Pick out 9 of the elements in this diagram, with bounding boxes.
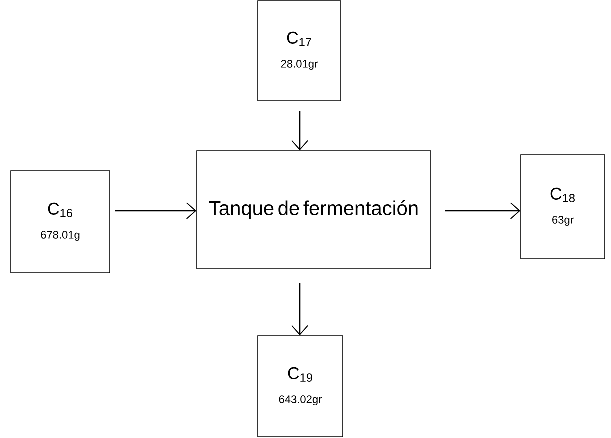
arrow (445, 202, 521, 220)
stream-box: C$_{16}$ 678.01g (10, 170, 110, 274)
stream-box: C$_{19}$ 643.02gr (258, 336, 344, 438)
arrow (292, 283, 308, 336)
stream-box: C$_{17}$ 28.01gr (258, 0, 342, 102)
arrow (292, 111, 308, 151)
tank-box: Tanque de fermentación (196, 150, 432, 270)
arrow (115, 202, 197, 220)
stream-box: C$_{18}$ 63gr (520, 154, 606, 260)
